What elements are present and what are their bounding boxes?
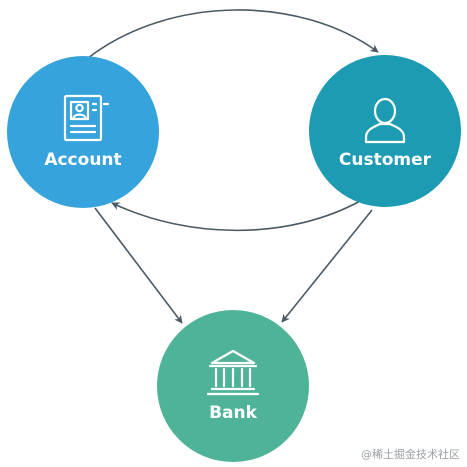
account-node[interactable]: Account: [7, 56, 159, 208]
account-label: Account: [44, 150, 121, 170]
customer-label: Customer: [339, 150, 432, 170]
edge-account-to-bank: [94, 207, 183, 324]
edge-account-to-customer: [87, 9, 379, 59]
edges: [87, 9, 379, 324]
edge-customer-to-account: [111, 199, 363, 232]
bank-node[interactable]: Bank: [157, 310, 309, 462]
bank-building-icon: [206, 349, 260, 396]
bank-label: Bank: [209, 403, 258, 423]
watermark-text: @稀土掘金技术社区: [361, 447, 460, 461]
person-icon: [364, 97, 406, 144]
id-card-icon: [63, 94, 110, 142]
customer-circle: [309, 55, 461, 207]
customer-node[interactable]: Customer: [309, 55, 461, 207]
edge-customer-to-bank: [281, 209, 373, 323]
